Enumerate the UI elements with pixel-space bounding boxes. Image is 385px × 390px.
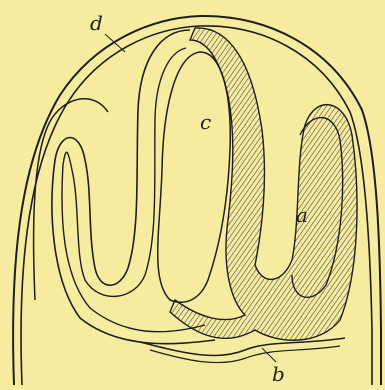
central-loop-c [158,52,231,302]
label-b: b [272,364,285,384]
fold-inner-line [62,48,205,332]
fold-outer-line [52,30,215,344]
hatched-lamina [170,28,357,340]
bottom-band [140,338,345,355]
bottom-band-2 [150,346,340,363]
label-d: d [90,13,103,33]
leader-line-b [262,348,276,362]
label-c: c [200,112,211,132]
label-a: a [296,205,308,225]
